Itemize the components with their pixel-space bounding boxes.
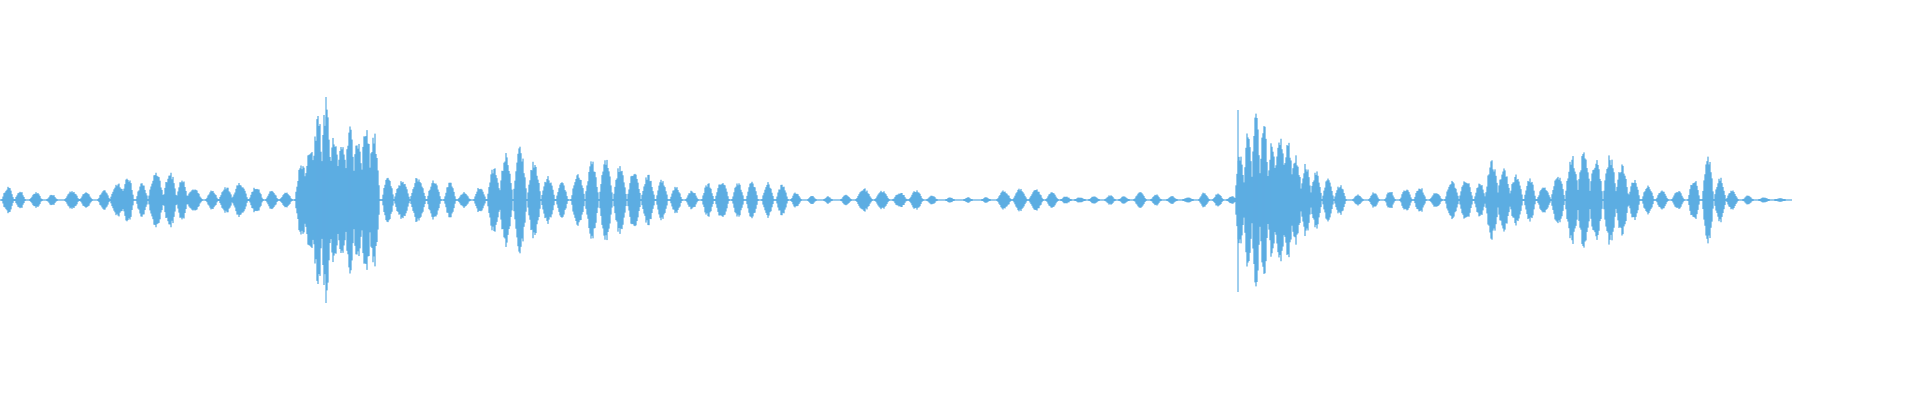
waveform-bursts: [0, 109, 1792, 291]
